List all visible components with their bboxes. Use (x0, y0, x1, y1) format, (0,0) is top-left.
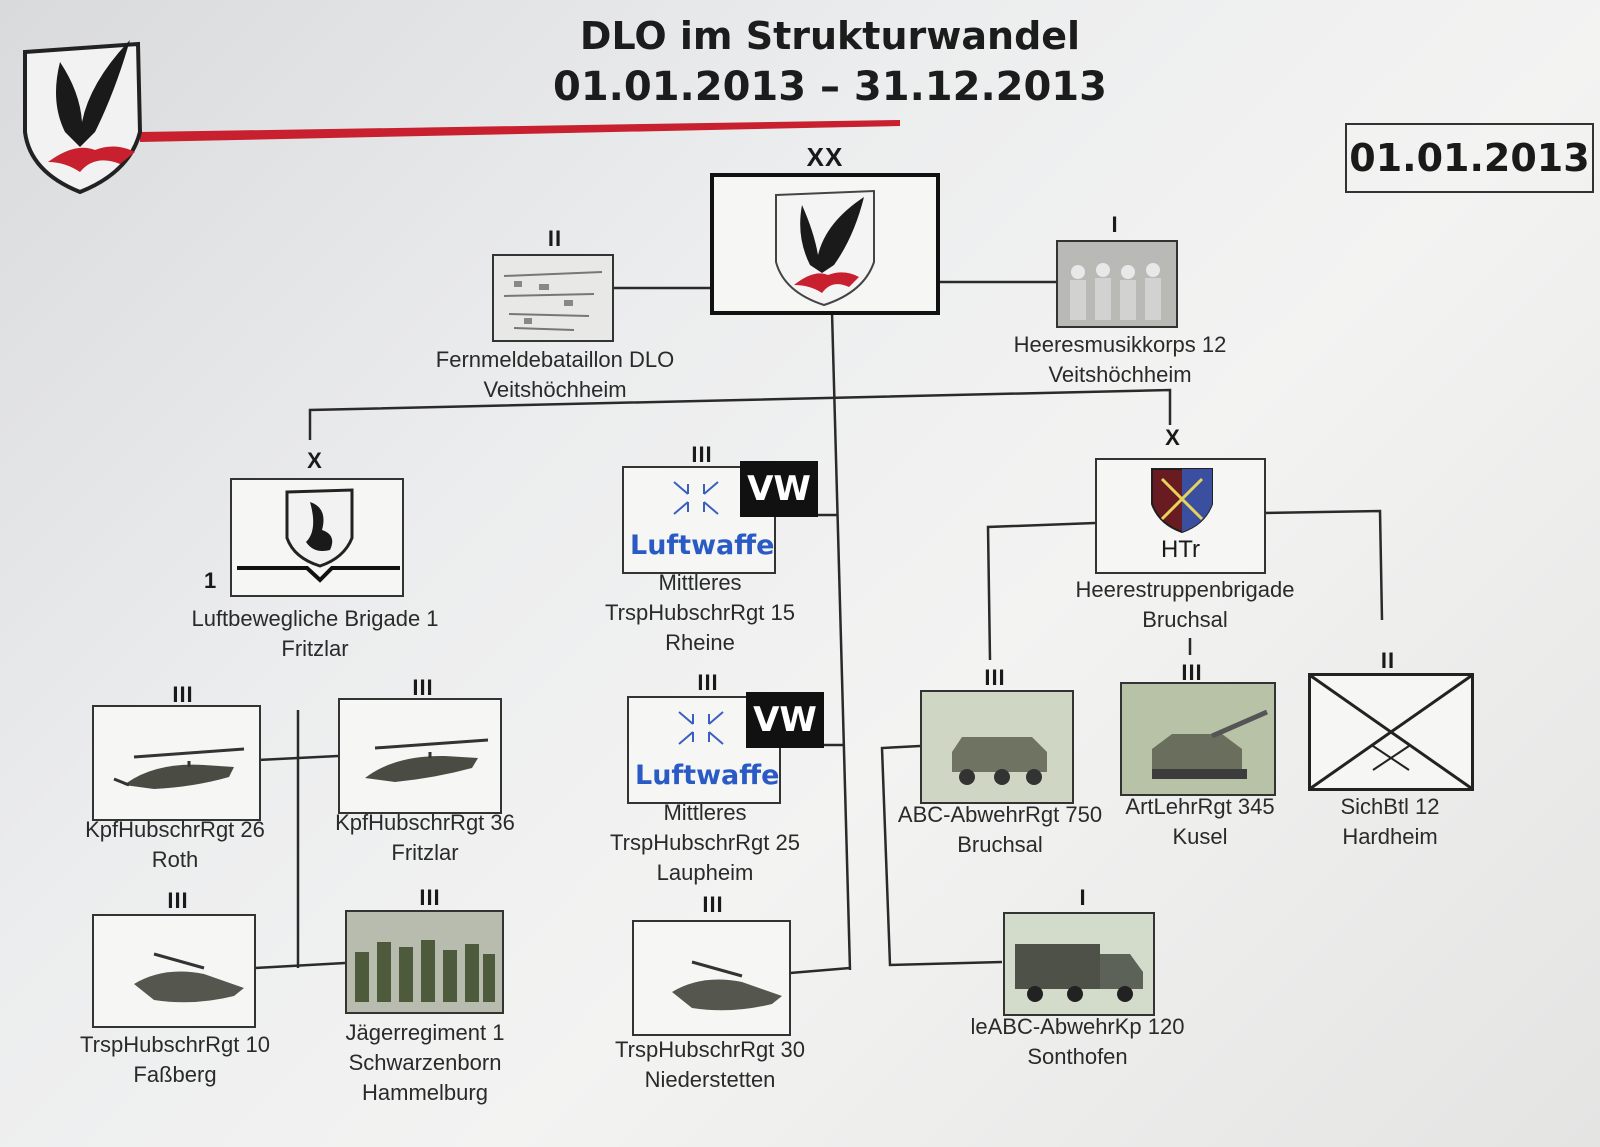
unit-rank: III (412, 675, 434, 700)
sichbtl-box (1308, 673, 1474, 791)
page-period: 01.01.2013 – 31.12.2013 (553, 64, 1107, 110)
unit-rank: III (984, 665, 1006, 690)
crossed-swords-emblem-icon (1151, 468, 1213, 534)
signal-equipment-image (503, 271, 603, 331)
luftwaffe-cross-icon (678, 711, 724, 745)
unit-rank: III (702, 892, 724, 917)
armored-vehicle-image (922, 692, 1072, 802)
division-emblem (20, 22, 145, 195)
unit-rank: III (691, 442, 713, 467)
trsphubschr10-photo (92, 914, 256, 1028)
brigade-emblem-icon (237, 488, 400, 583)
page-title: DLO im Strukturwandel (579, 14, 1081, 58)
vw-badge: VW (746, 692, 824, 748)
hq-rank: XX (806, 142, 844, 172)
unit-rank: III (697, 670, 719, 695)
band-image (1058, 242, 1176, 326)
jaeger-photo (345, 910, 504, 1014)
brigade-number: 1 (204, 568, 217, 593)
unit-rank: II (547, 226, 563, 251)
x-placeholder-icon (1311, 676, 1471, 788)
soldiers-image (347, 912, 502, 1012)
attack-helicopter-image (113, 747, 245, 789)
abc-photo (920, 690, 1074, 804)
date-badge: 01.01.2013 (1345, 123, 1594, 193)
kpfhubschr36-photo (338, 698, 502, 814)
artlehr-photo (1120, 682, 1276, 796)
unit-rank: II (1380, 648, 1396, 673)
htr-tag: HTr (1160, 536, 1201, 563)
unit-rank: III (167, 888, 189, 913)
unit-rank: X (1165, 425, 1181, 450)
luftwaffe-label: Luftwaffe (635, 760, 780, 791)
attack-helicopter-image (365, 738, 489, 782)
unit-rank: I (1079, 885, 1087, 910)
header-red-stripe (140, 120, 900, 142)
artillery-vehicle-image (1122, 684, 1274, 794)
vw-badge: VW (740, 461, 818, 517)
fernmelde-photo (492, 254, 614, 342)
eagle-emblem-icon (23, 40, 143, 195)
eagle-emblem-icon (775, 189, 875, 307)
transport-helicopter-image (672, 960, 782, 1011)
hq-box (710, 173, 940, 315)
heerestruppen-box: HTr (1095, 458, 1266, 574)
unit-rank: III (172, 682, 194, 707)
leabc-photo (1003, 912, 1155, 1016)
trsphubschr30-photo (632, 920, 791, 1036)
luftwaffe-cross-icon (673, 481, 719, 515)
luftbeweglich-box (230, 478, 404, 597)
unit-rank: X (307, 448, 323, 473)
unit-rank: III (1181, 660, 1203, 685)
unit-rank: I (1111, 212, 1119, 237)
unit-rank: III (419, 885, 441, 910)
kpfhubschr26-photo (92, 705, 261, 821)
luftwaffe-label: Luftwaffe (630, 530, 775, 561)
musikkorps-photo (1056, 240, 1178, 328)
truck-image (1005, 914, 1153, 1014)
transport-helicopter-image (134, 952, 244, 1003)
